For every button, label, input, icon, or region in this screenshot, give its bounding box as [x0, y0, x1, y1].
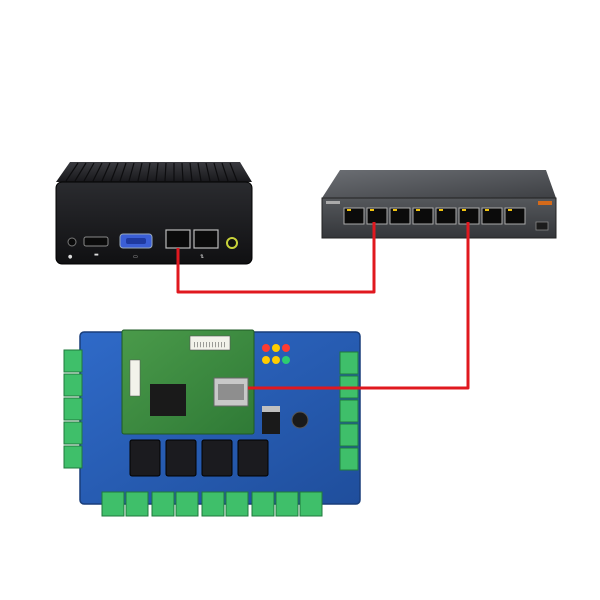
- lan-port-1: [166, 230, 190, 248]
- hdmi-port: [84, 237, 108, 246]
- svg-text:●: ●: [68, 254, 73, 260]
- terminal-blocks-bottom: [102, 492, 322, 516]
- access-control-board: |||||||||||: [64, 330, 360, 516]
- terminal-blocks-left: [64, 350, 82, 468]
- terminal-blocks-right: [340, 352, 358, 470]
- power-port: [227, 238, 237, 248]
- svg-text:▭: ▭: [133, 254, 138, 260]
- svg-text:|||||||||||: |||||||||||: [193, 342, 226, 348]
- mini-pc: ● ▬ ▭ ⇅: [56, 162, 252, 264]
- network-switch: [322, 170, 556, 238]
- svg-text:⇅: ⇅: [200, 254, 204, 260]
- lan-port-2: [194, 230, 218, 248]
- svg-text:▬: ▬: [94, 252, 99, 258]
- audio-port: [68, 238, 76, 246]
